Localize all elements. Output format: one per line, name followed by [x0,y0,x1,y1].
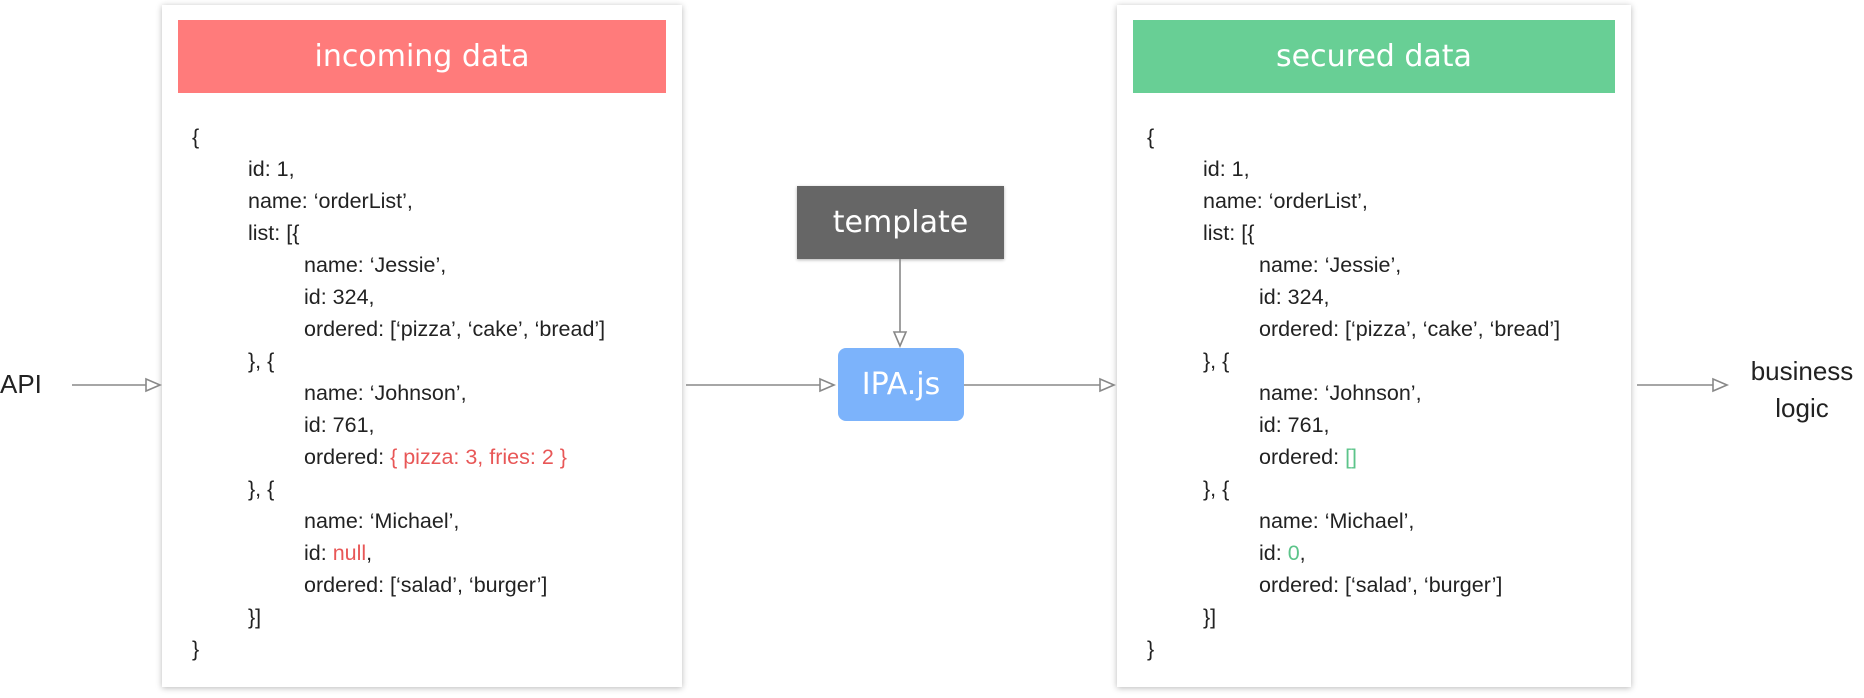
code-line: }, { [192,473,605,505]
code-line: name: ‘Michael’, [192,505,605,537]
code-text: { [1147,125,1155,149]
code-highlight: 0 [1287,541,1300,565]
code-text: ordered: [‘pizza’, ‘cake’, ‘bread’] [1259,317,1561,341]
code-line: name: ‘Michael’, [1147,505,1560,537]
secured-data-card: secured data { id: 1, name: ‘orderList’, li… [1117,5,1631,687]
code-text: id: [1259,541,1288,565]
arrowhead-api [145,377,163,393]
code-line: }, { [192,345,605,377]
code-text-after: , [1299,541,1306,565]
code-line: name: ‘Jessie’, [1147,249,1560,281]
template-box: template [797,186,1004,259]
business-label-line1: business [1750,356,1854,386]
code-highlight: { pizza: 3, fries: 2 } [390,445,567,469]
code-line: ordered: [‘pizza’, ‘cake’, ‘bread’] [1147,313,1560,345]
arrowhead-template [892,331,908,349]
code-line: name: ‘Jessie’, [192,249,605,281]
code-line: id: null, [192,537,605,569]
code-line: } [192,633,605,665]
code-highlight: [] [1345,445,1358,469]
code-text-after: , [366,541,373,565]
code-text: } [1147,637,1155,661]
arrowhead-business [1712,377,1730,393]
code-text: ordered: [‘salad’, ‘burger’] [304,573,548,597]
code-line: id: 1, [192,153,605,185]
code-text: ordered: [‘salad’, ‘burger’] [1259,573,1503,597]
incoming-data-code: {id: 1,name: ‘orderList’,list: [{name: ‘… [192,121,605,665]
code-line: name: ‘Johnson’, [192,377,605,409]
code-text: id: 761, [304,413,375,437]
code-text: name: ‘Jessie’, [304,253,447,277]
code-text: ordered: [304,445,391,469]
code-text: id: 1, [1203,157,1250,181]
code-text: id: 324, [1259,285,1330,309]
code-text: }, { [1203,349,1230,373]
code-text: id: [304,541,333,565]
code-line: list: [{ [192,217,605,249]
code-line: }, { [1147,473,1560,505]
code-text: name: ‘Jessie’, [1259,253,1402,277]
code-line: id: 0, [1147,537,1560,569]
code-text: ordered: [‘pizza’, ‘cake’, ‘bread’] [304,317,606,341]
arrowhead-ipa-left [819,377,837,393]
incoming-data-card: incoming data { id: 1, name: ‘orderList’, l… [162,5,682,687]
code-line: }] [1147,601,1560,633]
code-text: }, { [1203,477,1230,501]
code-line: id: 761, [1147,409,1560,441]
code-line: id: 324, [1147,281,1560,313]
secured-data-code: {id: 1,name: ‘orderList’,list: [{name: ‘… [1147,121,1560,665]
code-line: ordered: [] [1147,441,1560,473]
api-label: API [0,369,42,399]
code-text: } [192,637,200,661]
ipa-js-box: IPA.js [838,348,964,421]
code-text: name: ‘orderList’, [1203,189,1368,213]
code-text: list: [{ [1203,221,1255,245]
code-line: id: 761, [192,409,605,441]
code-text: name: ‘Johnson’, [1259,381,1422,405]
code-line: }, { [1147,345,1560,377]
code-text: }, { [248,349,275,373]
code-text: id: 1, [248,157,295,181]
code-text: name: ‘orderList’, [248,189,413,213]
code-text: list: [{ [248,221,300,245]
code-line: id: 324, [192,281,605,313]
business-label-line2: logic [1775,393,1829,423]
code-text: id: 324, [304,285,375,309]
code-text: name: ‘Johnson’, [304,381,467,405]
code-line: list: [{ [1147,217,1560,249]
code-text: }, { [248,477,275,501]
code-line: ordered: [‘salad’, ‘burger’] [1147,569,1560,601]
code-line: ordered: { pizza: 3, fries: 2 } [192,441,605,473]
incoming-data-title: incoming data [178,20,666,93]
code-line: name: ‘Johnson’, [1147,377,1560,409]
code-text: name: ‘Michael’, [304,509,460,533]
code-line: name: ‘orderList’, [1147,185,1560,217]
code-line: ordered: [‘pizza’, ‘cake’, ‘bread’] [192,313,605,345]
arrowhead-secured [1099,377,1117,393]
code-line: name: ‘orderList’, [192,185,605,217]
code-line: }] [192,601,605,633]
code-line: id: 1, [1147,153,1560,185]
code-text: }] [1203,605,1217,629]
business-logic-label: business logic [1740,353,1864,427]
code-text: name: ‘Michael’, [1259,509,1415,533]
code-line: { [1147,121,1560,153]
secured-data-title: secured data [1133,20,1615,93]
code-text: { [192,125,200,149]
code-text: id: 761, [1259,413,1330,437]
code-text: ordered: [1259,445,1346,469]
code-line: { [192,121,605,153]
code-highlight: null [332,541,367,565]
code-text: }] [248,605,262,629]
code-line: } [1147,633,1560,665]
code-line: ordered: [‘salad’, ‘burger’] [192,569,605,601]
